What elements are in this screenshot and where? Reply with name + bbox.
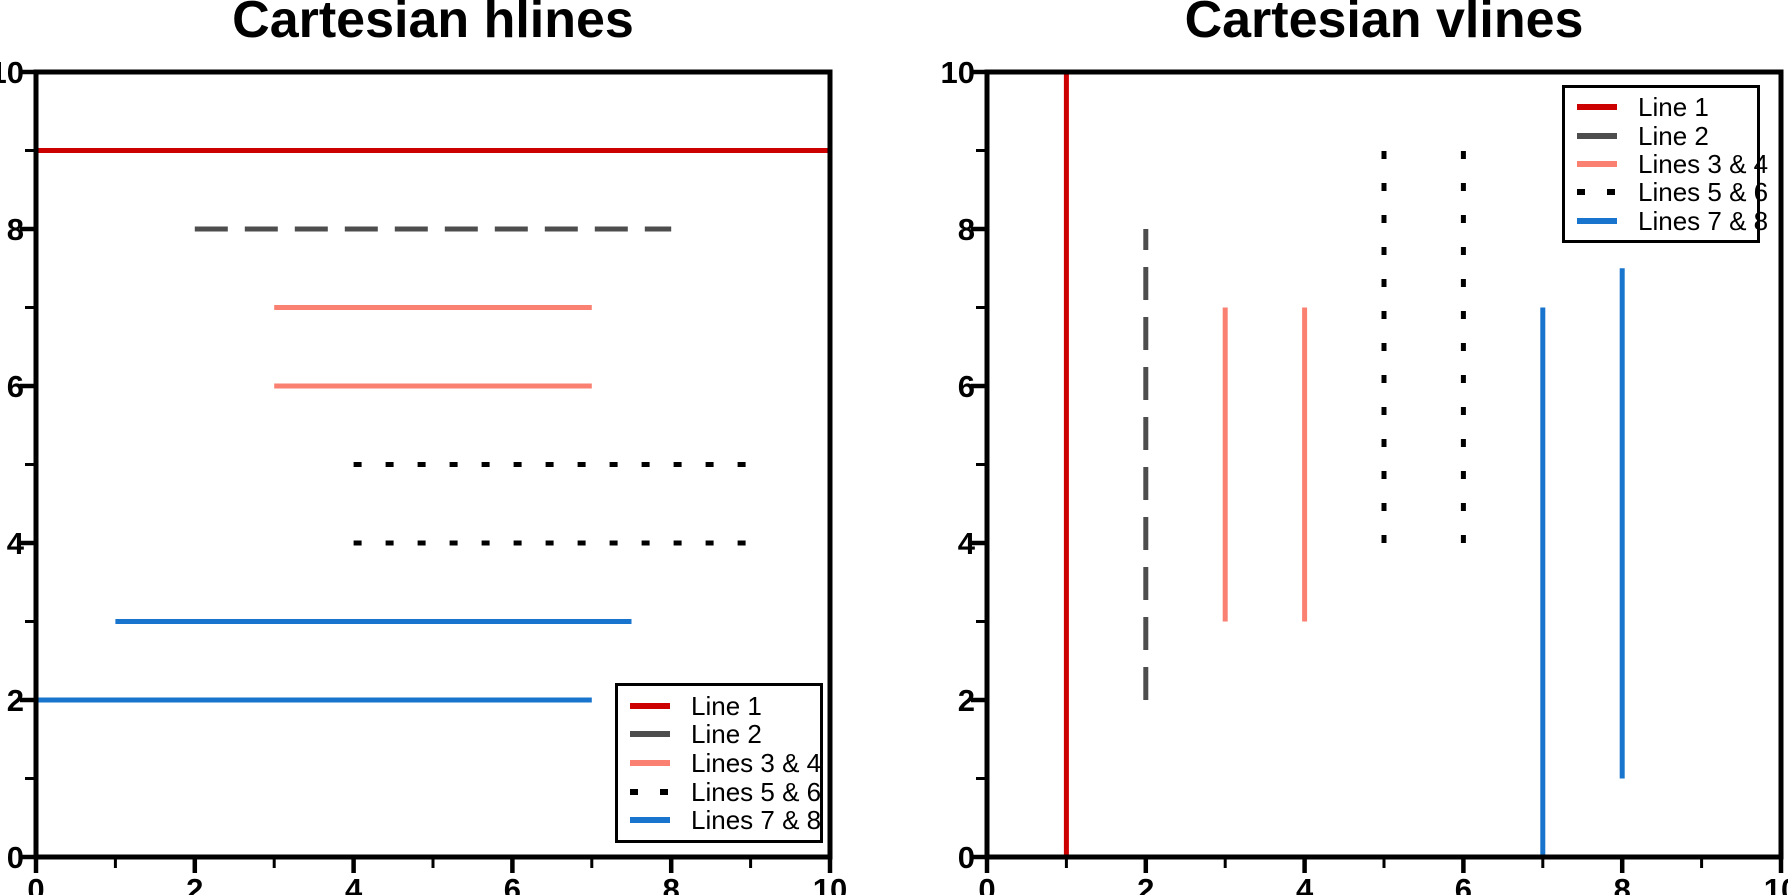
legend-line-swatch bbox=[630, 788, 670, 795]
legend-line-swatch bbox=[630, 817, 670, 824]
legend-item: Line 2 bbox=[618, 720, 820, 748]
hlines-legend: Line 1 Line 2 Lines 3 & 4 Lines 5 & 6 Li… bbox=[615, 683, 823, 843]
legend-line-swatch bbox=[1577, 160, 1617, 167]
y-tick-label: 4 bbox=[7, 526, 25, 561]
legend-item: Lines 5 & 6 bbox=[1565, 178, 1768, 206]
x-tick-label: 2 bbox=[186, 872, 203, 895]
y-tick-label: 10 bbox=[941, 55, 975, 90]
legend-label: Line 1 bbox=[691, 690, 762, 721]
legend-item: Lines 7 & 8 bbox=[618, 805, 822, 836]
legend-item: Line 2 bbox=[1565, 122, 1757, 150]
legend-item: Lines 3 & 4 bbox=[1565, 150, 1768, 178]
x-tick-label: 0 bbox=[978, 872, 995, 895]
y-tick-label: 2 bbox=[958, 683, 975, 718]
legend-item: Line 1 bbox=[618, 692, 820, 720]
vlines-plot-title: Cartesian vlines bbox=[1184, 0, 1584, 49]
vlines-legend: Line 1 Line 2 Lines 3 & 4 Lines 5 & 6 Li… bbox=[1562, 85, 1768, 243]
x-tick-label: 2 bbox=[1137, 872, 1154, 895]
y-tick-label: 0 bbox=[958, 840, 975, 875]
legend-label: Line 2 bbox=[1638, 120, 1709, 151]
legend-line-swatch bbox=[1577, 132, 1617, 139]
x-tick-label: 8 bbox=[1614, 872, 1631, 895]
legend-label: Lines 3 & 4 bbox=[691, 747, 822, 778]
x-tick-label: 10 bbox=[1764, 872, 1788, 895]
x-tick-label: 6 bbox=[504, 872, 521, 895]
axes-frame bbox=[984, 69, 1784, 860]
legend-label: Lines 7 & 8 bbox=[691, 805, 822, 836]
y-tick-label: 4 bbox=[958, 526, 976, 561]
hlines-plot-title: Cartesian hlines bbox=[232, 0, 634, 49]
legend-item: Lines 5 & 6 bbox=[618, 776, 822, 807]
legend-item: Lines 7 & 8 bbox=[1565, 207, 1768, 235]
legend-item: Line 1 bbox=[1565, 93, 1757, 121]
legend-label: Lines 5 & 6 bbox=[1638, 177, 1769, 208]
legend-line-swatch bbox=[630, 702, 670, 709]
legend-line-swatch bbox=[1577, 189, 1617, 196]
x-tick-label: 6 bbox=[1455, 872, 1472, 895]
x-tick-label: 4 bbox=[1296, 872, 1314, 895]
legend-label: Lines 7 & 8 bbox=[1638, 205, 1769, 236]
legend-label: Line 2 bbox=[691, 719, 762, 750]
x-tick-label: 8 bbox=[663, 872, 680, 895]
legend-item: Lines 3 & 4 bbox=[618, 747, 822, 778]
y-tick-label: 6 bbox=[7, 369, 24, 404]
axes-frame bbox=[33, 69, 833, 860]
legend-line-swatch bbox=[630, 759, 670, 766]
legend-line-swatch bbox=[1577, 217, 1617, 224]
y-tick-label: 10 bbox=[0, 55, 24, 90]
y-tick-label: 0 bbox=[7, 840, 24, 875]
x-tick-label: 4 bbox=[345, 872, 363, 895]
x-tick-label: 0 bbox=[27, 872, 44, 895]
legend-label: Lines 5 & 6 bbox=[691, 776, 822, 807]
y-tick-label: 8 bbox=[7, 212, 24, 247]
legend-line-swatch bbox=[1577, 104, 1617, 111]
y-tick-label: 2 bbox=[7, 683, 24, 718]
legend-label: Line 1 bbox=[1638, 92, 1709, 123]
y-tick-label: 6 bbox=[958, 369, 975, 404]
legend-line-swatch bbox=[630, 731, 670, 738]
legend-label: Lines 3 & 4 bbox=[1638, 148, 1769, 179]
y-tick-label: 8 bbox=[958, 212, 975, 247]
x-tick-label: 10 bbox=[813, 872, 847, 895]
